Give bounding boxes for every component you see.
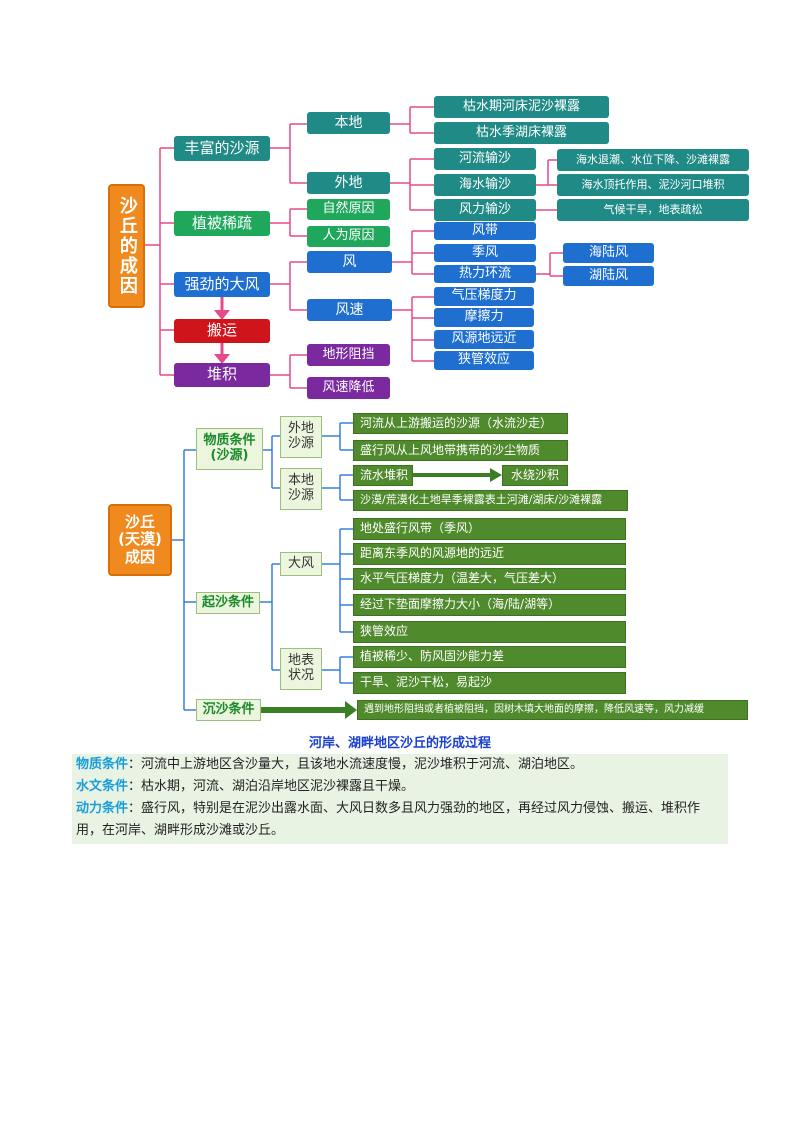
- local-source-node: 本地 沙源: [280, 468, 322, 510]
- surface-item: 干旱、泥沙干松，易起沙: [353, 672, 626, 694]
- local-flow-node: 流水堆积: [353, 465, 413, 486]
- speed-item: 气压梯度力: [434, 287, 534, 306]
- deposit-node: 堆积: [174, 363, 270, 387]
- transport-node: 搬运: [174, 319, 270, 343]
- external-detail: 气候干旱，地表疏松: [557, 199, 749, 221]
- wind-item: 风带: [434, 222, 536, 240]
- settle-item: 遇到地形阻挡或者植被阻挡，因树木填大地面的摩擦，降低风速等，风力减缓: [357, 700, 748, 720]
- thermal-item: 海陆风: [563, 243, 654, 263]
- wind-node: 风: [307, 251, 392, 273]
- diagram1-connectors: [145, 106, 563, 389]
- human-cause-node: 人为原因: [307, 226, 390, 247]
- wind-item: 季风: [434, 244, 536, 262]
- external-source-node: 外地 沙源: [280, 416, 322, 458]
- speed-reduce-node: 风速降低: [307, 377, 390, 399]
- wind2-node: 大风: [280, 552, 322, 576]
- description-block: 物质条件：河流中上游地区含沙量大，且该地水流速度慢，泥沙堆积于河流、湖泊地区。 …: [72, 754, 728, 844]
- surface-node: 地表 状况: [280, 648, 322, 690]
- text-dynamics: ：盛行风，特别是在泥沙出露水面、大风日数多且风力强劲的地区，再经过风力侵蚀、搬运…: [76, 801, 701, 838]
- wind-speed-node: 风速: [307, 299, 392, 321]
- paragraph-hydrology: 水文条件：枯水期，河流、湖泊沿岸地区泥沙裸露且干燥。: [76, 776, 724, 798]
- text-hydrology: ：枯水期，河流、湖泊沿岸地区泥沙裸露且干燥。: [128, 779, 415, 794]
- root-node: 沙丘的成因: [108, 184, 145, 308]
- settle-node: 沉沙条件: [196, 699, 261, 721]
- sparse-vegetation-node: 植被稀疏: [174, 211, 270, 236]
- wind2-item: 距离东季风的风源地的远近: [353, 543, 626, 565]
- speed-item: 狭管效应: [434, 351, 534, 370]
- external-source-item: 盛行风从上风地带携带的沙尘物质: [353, 440, 568, 461]
- local-source-item: 沙漠/荒漠化土地旱季裸露表土河滩/湖床/沙滩裸露: [353, 490, 628, 511]
- material-node: 物质条件 (沙源): [196, 428, 263, 470]
- external-source-item: 河流从上游搬运的沙源（水流沙走）: [353, 413, 568, 434]
- root2-node: 沙丘 (天漠) 成因: [108, 504, 172, 576]
- sand-lift-node: 起沙条件: [196, 592, 260, 614]
- wind2-item: 狭管效应: [353, 621, 626, 643]
- figure-caption: 河岸、湖畔地区沙丘的形成过程: [308, 736, 491, 751]
- abundant-source-node: 丰富的沙源: [174, 136, 270, 161]
- speed-item: 摩擦力: [434, 308, 534, 327]
- label-dynamics: 动力条件: [76, 801, 129, 816]
- external-item: 河流输沙: [434, 148, 536, 170]
- local-node: 本地: [307, 112, 390, 134]
- local-flow-result: 水绕沙积: [502, 465, 568, 486]
- external-node: 外地: [307, 172, 390, 194]
- external-detail: 海水退潮、水位下降、沙滩裸露: [557, 149, 749, 171]
- local-item: 枯水期河床泥沙裸露: [434, 96, 609, 118]
- label-hydrology: 水文条件: [76, 779, 129, 794]
- wind2-item: 水平气压梯度力（温差大，气压差大）: [353, 568, 626, 590]
- strong-wind-node: 强劲的大风: [174, 272, 270, 297]
- surface-item: 植被稀少、防风固沙能力差: [353, 646, 626, 668]
- natural-cause-node: 自然原因: [307, 199, 390, 220]
- wind2-item: 地处盛行风带（季风）: [353, 518, 626, 540]
- external-detail: 海水顶托作用、泥沙河口堆积: [557, 174, 749, 196]
- wind2-item: 经过下垫面摩擦力大小（海/陆/湖等）: [353, 594, 626, 616]
- thermal-item: 湖陆风: [563, 266, 654, 286]
- external-item: 风力输沙: [434, 199, 536, 221]
- wind-item: 热力环流: [434, 265, 536, 283]
- terrain-block-node: 地形阻挡: [307, 344, 390, 366]
- label-material: 物质条件: [76, 757, 129, 772]
- external-item: 海水输沙: [434, 174, 536, 196]
- paragraph-dynamics: 动力条件：盛行风，特别是在泥沙出露水面、大风日数多且风力强劲的地区，再经过风力侵…: [76, 798, 724, 842]
- paragraph-material: 物质条件：河流中上游地区含沙量大，且该地水流速度慢，泥沙堆积于河流、湖泊地区。: [76, 754, 724, 776]
- local-item: 枯水季湖床裸露: [434, 122, 609, 144]
- text-material: ：河流中上游地区含沙量大，且该地水流速度慢，泥沙堆积于河流、湖泊地区。: [128, 757, 584, 772]
- speed-item: 风源地远近: [434, 330, 534, 349]
